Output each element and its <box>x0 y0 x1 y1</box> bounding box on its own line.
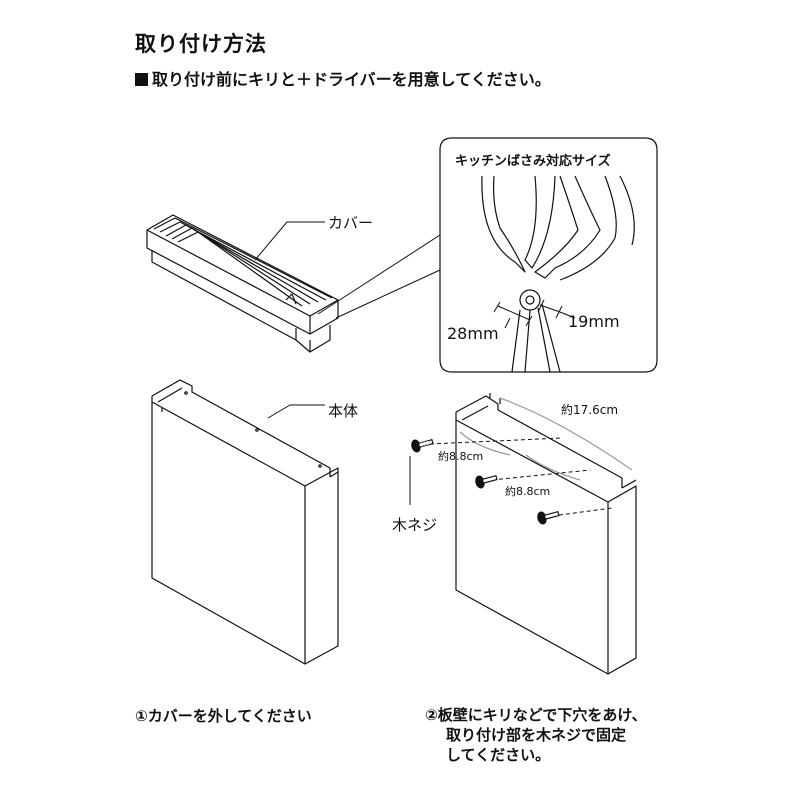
body-illustration <box>151 379 339 665</box>
body-label: 本体 <box>328 402 359 420</box>
subtitle-text: 取り付け前にキリと＋ドライバーを用意してください。 <box>152 70 551 89</box>
scissors-inset <box>317 137 658 373</box>
screw-icons <box>409 439 560 525</box>
step-2-text: ②板壁にキリなどで下穴をあけ、 取り付け部を木ネジで固定 してください。 <box>425 705 647 765</box>
cover-illustration <box>146 214 339 353</box>
dimension-top-length: 約17.6cm <box>561 403 619 417</box>
page-title: 取り付け方法 <box>135 32 267 56</box>
step-2-line-2: 取り付け部を木ネジで固定 <box>446 726 627 744</box>
step-2-line-3: してください。 <box>446 746 551 764</box>
step-2-line-1: ②板壁にキリなどで下穴をあけ、 <box>425 706 647 724</box>
cover-label: カバー <box>328 214 374 232</box>
screw-label: 木ネジ <box>392 516 438 534</box>
dimension-spacing-2: 約8.8cm <box>505 485 551 498</box>
dimension-right: 19mm <box>568 312 620 331</box>
dimension-left: 28mm <box>447 324 499 343</box>
step-1-text: ①カバーを外してください <box>135 707 312 725</box>
inset-title: キッチンばさみ対応サイズ <box>455 154 611 169</box>
square-bullet-icon <box>135 73 148 86</box>
dimension-spacing-1: 約8.8cm <box>438 450 484 463</box>
mounted-body-illustration <box>429 393 637 675</box>
subtitle: 取り付け前にキリと＋ドライバーを用意してください。 <box>135 66 551 90</box>
